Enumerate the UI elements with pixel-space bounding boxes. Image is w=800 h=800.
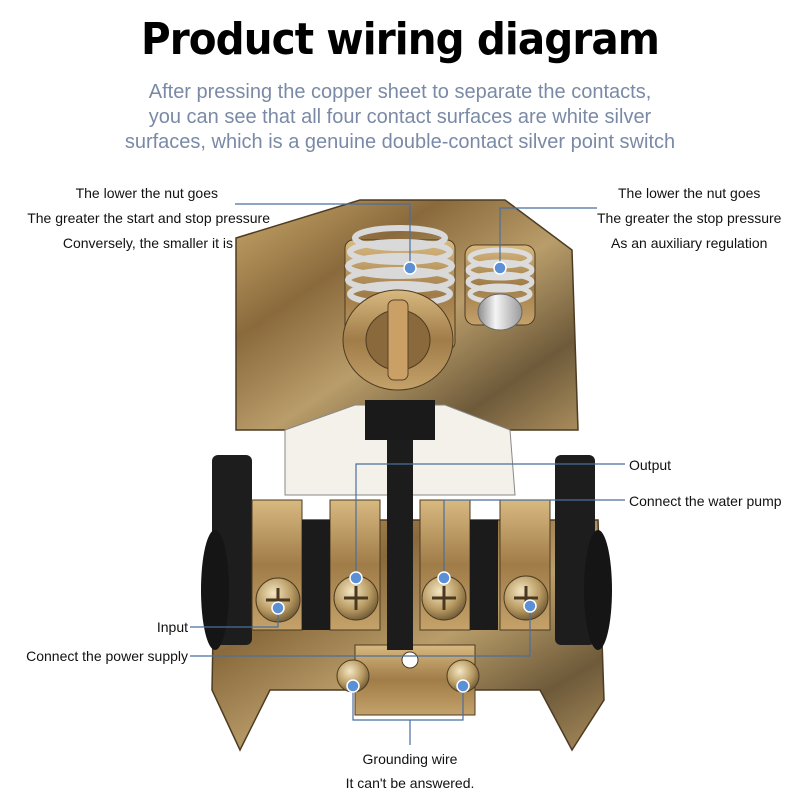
subtitle-line-1: After pressing the copper sheet to separ… bbox=[148, 81, 652, 103]
marker-ground-left bbox=[346, 679, 360, 693]
marker-main-nut bbox=[403, 261, 417, 275]
marker-power-supply bbox=[523, 599, 537, 613]
markers bbox=[271, 261, 537, 693]
marker-output bbox=[349, 571, 363, 585]
contact-carrier bbox=[284, 400, 516, 650]
left-callout-line-1: The lower the nut goes bbox=[75, 185, 218, 201]
water-pump-label: Connect the water pump bbox=[629, 493, 782, 509]
right-callout-line-3: As an auxiliary regulation bbox=[611, 235, 768, 251]
subtitle-line-2: you can see that all four contact surfac… bbox=[148, 106, 652, 128]
marker-water-pump bbox=[437, 571, 451, 585]
input-label: Input bbox=[156, 619, 188, 635]
grounding-label: Grounding wire bbox=[362, 751, 458, 767]
subtitle-line-3: surfaces, which is a genuine double-cont… bbox=[124, 131, 676, 153]
main-spring bbox=[342, 225, 456, 391]
grounding-note: It can't be answered. bbox=[345, 775, 475, 791]
marker-ground-right bbox=[456, 679, 470, 693]
left-callout-line-3: Conversely, the smaller it is bbox=[62, 235, 233, 251]
leader-lines bbox=[190, 203, 625, 745]
terminal-screws bbox=[255, 575, 549, 623]
right-callout-line-2: The greater the stop pressure bbox=[597, 210, 782, 226]
subtitle: After pressing the copper sheet to separ… bbox=[0, 80, 800, 155]
page-title: Product wiring diagram bbox=[140, 14, 660, 65]
right-callout-line-1: The lower the nut goes bbox=[618, 185, 761, 201]
left-callout-line-2: The greater the start and stop pressure bbox=[27, 210, 270, 226]
grounding-screws bbox=[336, 651, 480, 693]
marker-input bbox=[271, 601, 285, 615]
power-supply-label: Connect the power supply bbox=[26, 648, 188, 664]
marker-aux-nut bbox=[493, 261, 507, 275]
output-label: Output bbox=[629, 457, 672, 473]
